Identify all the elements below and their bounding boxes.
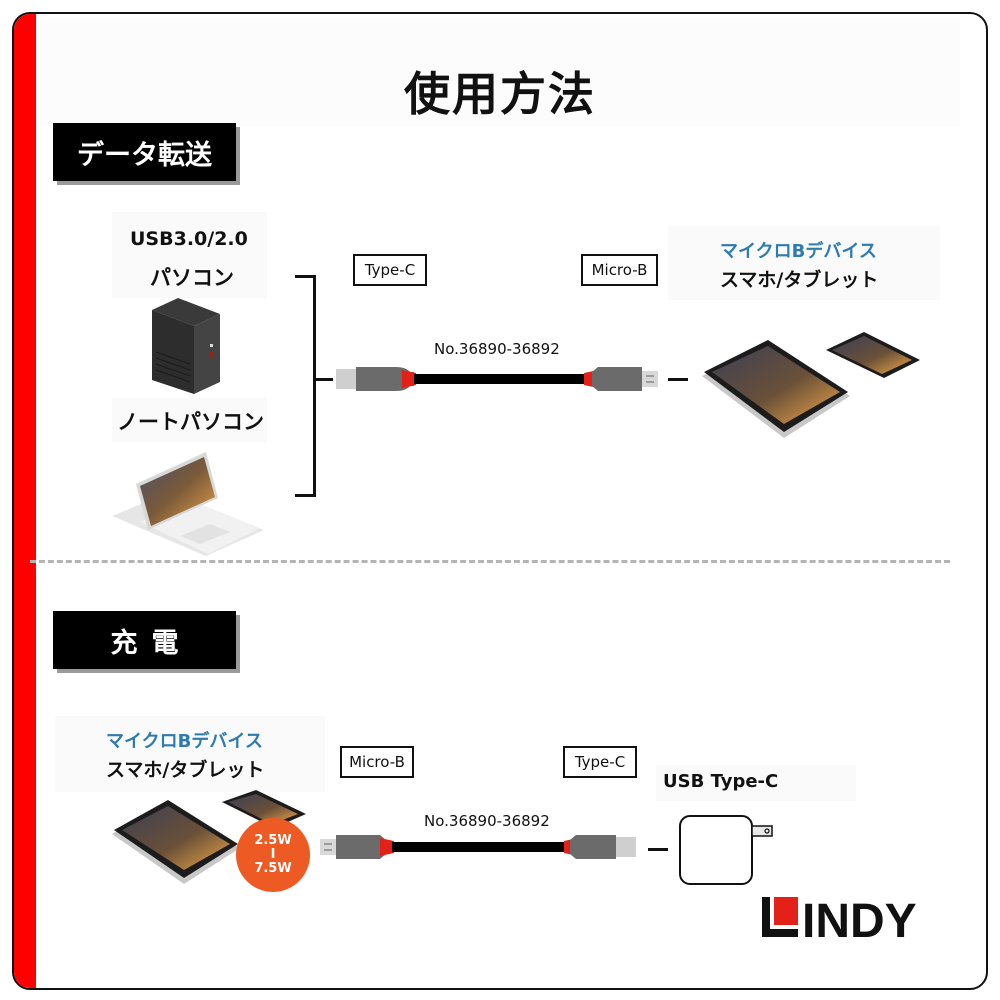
charging-device-label: スマホ/タブレット xyxy=(106,759,265,781)
source-spec: USB3.0/2.0 xyxy=(130,228,248,250)
connector-line-right xyxy=(668,378,688,381)
section-label-data-transfer: データ転送 xyxy=(53,123,236,181)
section-divider xyxy=(30,560,950,563)
usb-cable-icon xyxy=(336,364,666,394)
target-device-label: スマホ/タブレット xyxy=(720,269,879,291)
title-band: 使用方法 xyxy=(40,18,960,126)
connector-tag-type-c: Type-C xyxy=(563,746,637,778)
power-separator: I xyxy=(270,847,276,862)
power-max: 7.5W xyxy=(254,861,292,876)
lindy-l-square-icon xyxy=(762,897,798,937)
charging-device-caption-bg xyxy=(55,716,325,792)
accent-bar xyxy=(14,14,36,988)
cable-model-number: No.36890-36892 xyxy=(424,812,550,830)
bracket-vertical xyxy=(313,275,316,497)
charger-caption-bg xyxy=(656,765,856,801)
charger-label: USB Type-C xyxy=(663,771,779,792)
power-badge: 2.5W I 7.5W xyxy=(236,818,310,892)
connector-tag-type-c: Type-C xyxy=(353,254,427,286)
tablet-phone-icon xyxy=(700,326,924,444)
target-type-label: マイクロBデバイス xyxy=(720,241,877,262)
wall-charger-icon xyxy=(678,814,778,888)
desktop-label: パソコン xyxy=(150,266,234,290)
cable-model-number: No.36890-36892 xyxy=(434,340,560,358)
connector-tag-micro-b: Micro-B xyxy=(340,746,414,778)
page-title: 使用方法 xyxy=(404,67,596,121)
laptop-label: ノートパソコン xyxy=(117,410,264,434)
bracket-middle xyxy=(313,378,333,381)
desktop-tower-icon xyxy=(148,296,224,396)
charging-device-type-label: マイクロBデバイス xyxy=(106,731,263,752)
power-min: 2.5W xyxy=(254,833,292,848)
source-caption-bg xyxy=(112,212,267,298)
usb-cable-icon xyxy=(320,832,640,862)
bracket-top xyxy=(295,275,315,278)
connector-line-charger xyxy=(648,848,668,851)
bracket-bottom xyxy=(295,494,315,497)
lindy-logo: INDY xyxy=(748,893,928,941)
lindy-logo-text: INDY xyxy=(802,895,917,941)
section-label-charging: 充電 xyxy=(53,611,236,669)
laptop-caption-bg xyxy=(112,398,267,442)
target-caption-bg xyxy=(668,226,940,300)
tablet-phone-icon xyxy=(110,790,310,886)
laptop-icon xyxy=(110,444,266,560)
connector-tag-micro-b: Micro-B xyxy=(581,254,658,286)
